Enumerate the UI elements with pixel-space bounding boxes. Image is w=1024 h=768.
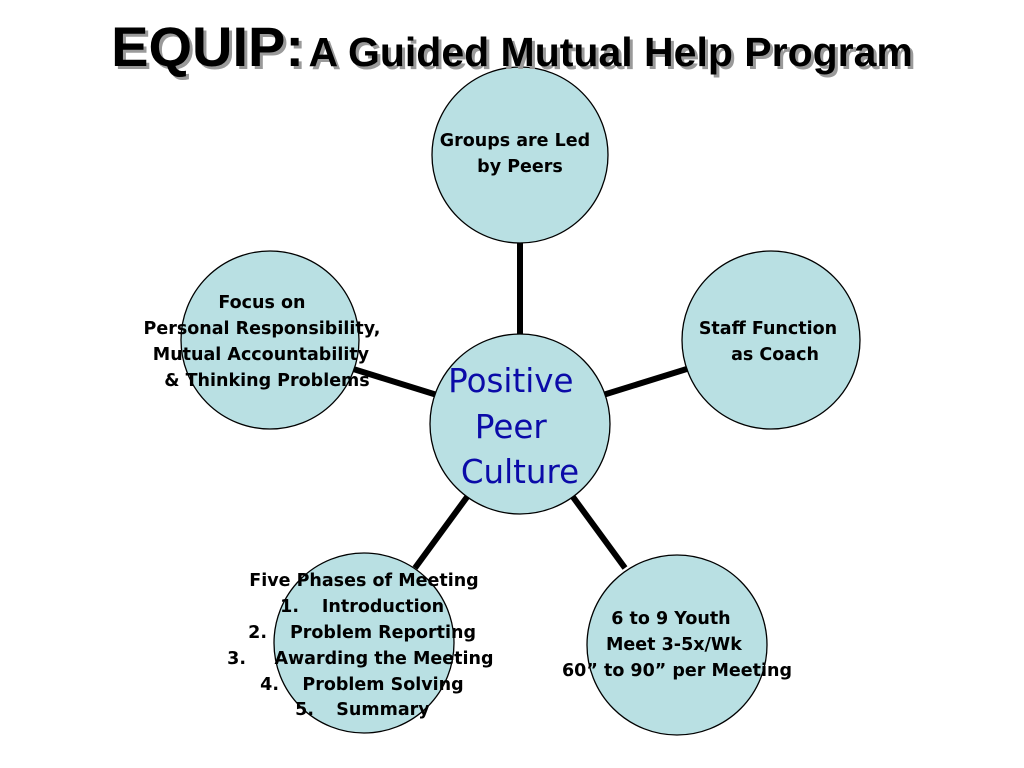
node-left-line: Personal Responsibility, [144,319,381,339]
node-top-label: Groups are Led by Peers [440,131,597,177]
list-item-text: Problem Reporting [290,623,476,643]
center-line: Peer [475,408,547,446]
list-item-number: 3. [227,649,246,669]
node-bottom-right-line: 6 to 9 Youth [611,609,730,629]
center-circle [429,333,611,515]
node-top-line: by Peers [477,157,563,177]
list-item-text: Problem Solving [302,675,463,695]
node-circle-left [180,250,360,430]
meeting-phases-list: 1. Introduction 2. Problem Reporting 3. … [227,597,493,720]
slide-title: EQUIP: A Guided Mutual Help Program [0,14,1024,79]
spoke-bottom-right [570,495,628,570]
node-circle-top [431,66,609,244]
node-bottom-right-line: 60” to 90” per Meeting [562,661,792,681]
spoke-right [602,365,691,398]
spoke-bottom-left [412,495,470,570]
node-circle-bottom-left [273,552,455,734]
center-label: Positive Peer Culture [448,362,584,491]
list-item-text: Introduction [322,597,444,617]
title-subtitle: A Guided Mutual Help Program [308,29,913,75]
node-left-line: Focus on [218,293,305,313]
title-main: EQUIP: [111,15,305,78]
node-bottom-left-heading: Five Phases of Meeting [249,571,478,591]
node-left-line: Mutual Accountability [153,345,370,365]
node-right-label: Staff Function as Coach [699,319,843,365]
node-right-line: Staff Function [699,319,837,339]
list-item-text: Awarding the Meeting [274,649,493,669]
node-top-line: Groups are Led [440,131,590,151]
list-item-number: 2. [248,623,267,643]
node-bottom-right-label: 6 to 9 Youth Meet 3-5x/Wk 60” to 90” per… [562,609,792,681]
node-circle-bottom-right [586,554,768,736]
node-right-line: as Coach [731,345,819,365]
spoke-left [349,365,438,398]
center-line: Culture [461,453,579,491]
list-item-number: 5. [295,700,314,720]
node-bottom-right-line: Meet 3-5x/Wk [606,635,742,655]
list-item-number: 4. [260,675,279,695]
node-left-label: Focus on Personal Responsibility, Mutual… [144,293,387,391]
node-circle-right [681,250,861,430]
node-left-line: & Thinking Problems [164,371,369,391]
center-line: Positive [448,362,573,400]
list-item-number: 1. [280,597,299,617]
list-item-text: Summary [336,700,430,720]
